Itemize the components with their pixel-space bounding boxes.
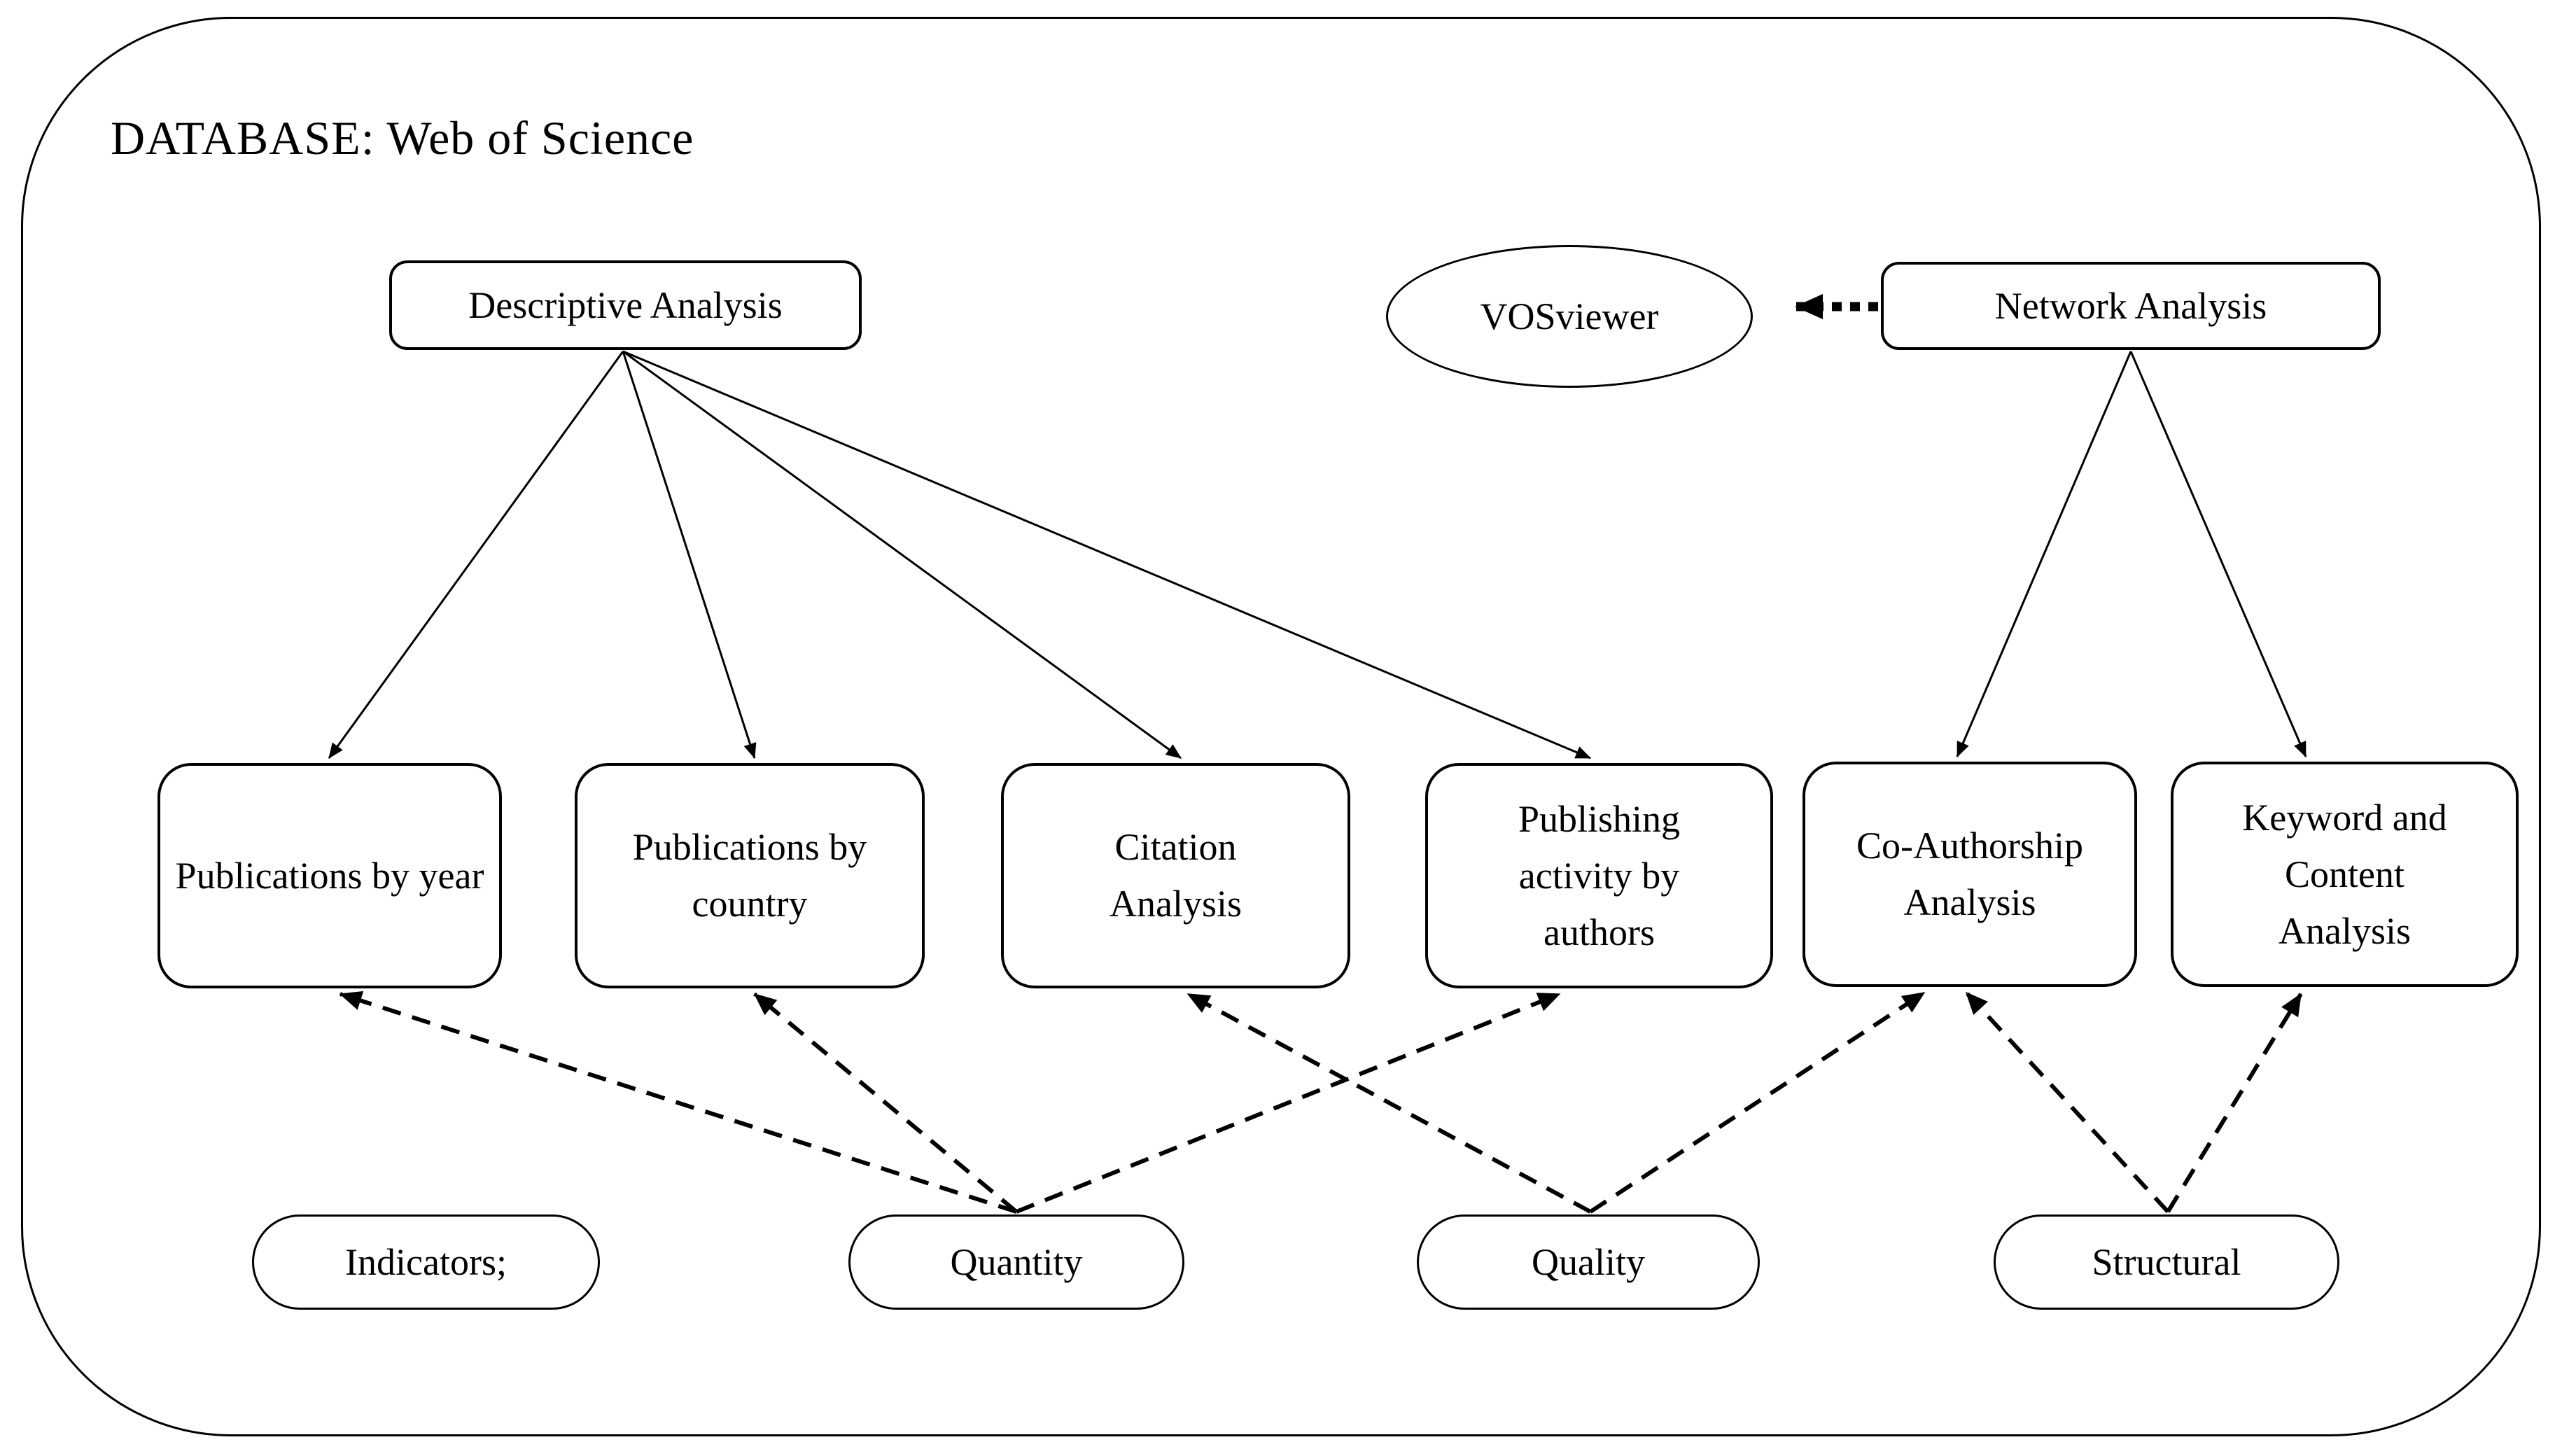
node-keyword-and-content-analysis: Keyword and Content Analysis bbox=[2171, 762, 2519, 987]
node-publications-by-country-label: Publications by country bbox=[632, 826, 867, 925]
node-quantity: Quantity bbox=[848, 1214, 1184, 1310]
node-publications-by-country: Publications by country bbox=[575, 763, 925, 988]
node-structural-label: Structural bbox=[2092, 1240, 2241, 1283]
node-indicators-label: Indicators; bbox=[345, 1240, 507, 1283]
database-title: DATABASE: Web of Science bbox=[111, 111, 694, 164]
node-network-analysis-label: Network Analysis bbox=[1994, 284, 2267, 327]
node-indicators: Indicators; bbox=[252, 1214, 600, 1310]
node-citation-analysis-label: Citation Analysis bbox=[1110, 826, 1242, 925]
node-keyword-and-content-analysis-label: Keyword and Content Analysis bbox=[2242, 796, 2447, 952]
node-descriptive-analysis-label: Descriptive Analysis bbox=[468, 284, 783, 326]
node-co-authorship-analysis-label: Co-Authorship Analysis bbox=[1856, 825, 2083, 923]
node-quality-label: Quality bbox=[1532, 1240, 1645, 1283]
node-publishing-activity-by-authors-label: Publishing activity by authors bbox=[1518, 797, 1681, 953]
node-descriptive-analysis: Descriptive Analysis bbox=[389, 260, 862, 350]
node-vosviewer-label: VOSviewer bbox=[1480, 295, 1659, 337]
node-publications-by-year: Publications by year bbox=[158, 763, 502, 988]
node-publications-by-year-label: Publications by year bbox=[175, 854, 484, 897]
node-quality: Quality bbox=[1417, 1214, 1760, 1310]
node-structural: Structural bbox=[1994, 1214, 2339, 1310]
node-co-authorship-analysis: Co-Authorship Analysis bbox=[1802, 762, 2137, 987]
node-network-analysis: Network Analysis bbox=[1881, 262, 2381, 350]
node-quantity-label: Quantity bbox=[950, 1240, 1083, 1283]
node-citation-analysis: Citation Analysis bbox=[1001, 763, 1350, 988]
node-vosviewer: VOSviewer bbox=[1386, 245, 1753, 388]
node-publishing-activity-by-authors: Publishing activity by authors bbox=[1425, 763, 1773, 988]
